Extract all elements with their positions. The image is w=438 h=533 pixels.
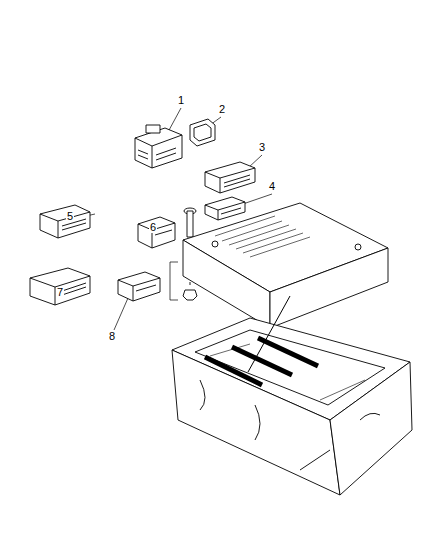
callout-number: 2 [218, 104, 226, 115]
connector-8 [118, 272, 160, 301]
leader-lines [67, 108, 272, 330]
control-module [170, 203, 388, 328]
mounting-tray [172, 296, 412, 495]
callout-number: 5 [66, 211, 74, 222]
connector-4 [205, 197, 245, 220]
connector-7 [30, 268, 90, 305]
callout-number: 4 [268, 181, 276, 192]
connector-3 [205, 162, 255, 193]
seal-frame [190, 119, 215, 146]
callout-number: 6 [149, 222, 157, 233]
callout-number: 1 [177, 95, 185, 106]
callout-number: 3 [258, 142, 266, 153]
connector-1 [135, 125, 182, 168]
callout-number: 7 [56, 287, 64, 298]
connector-5 [40, 205, 90, 238]
callout-number: 8 [108, 331, 116, 342]
connector-6 [138, 217, 175, 248]
